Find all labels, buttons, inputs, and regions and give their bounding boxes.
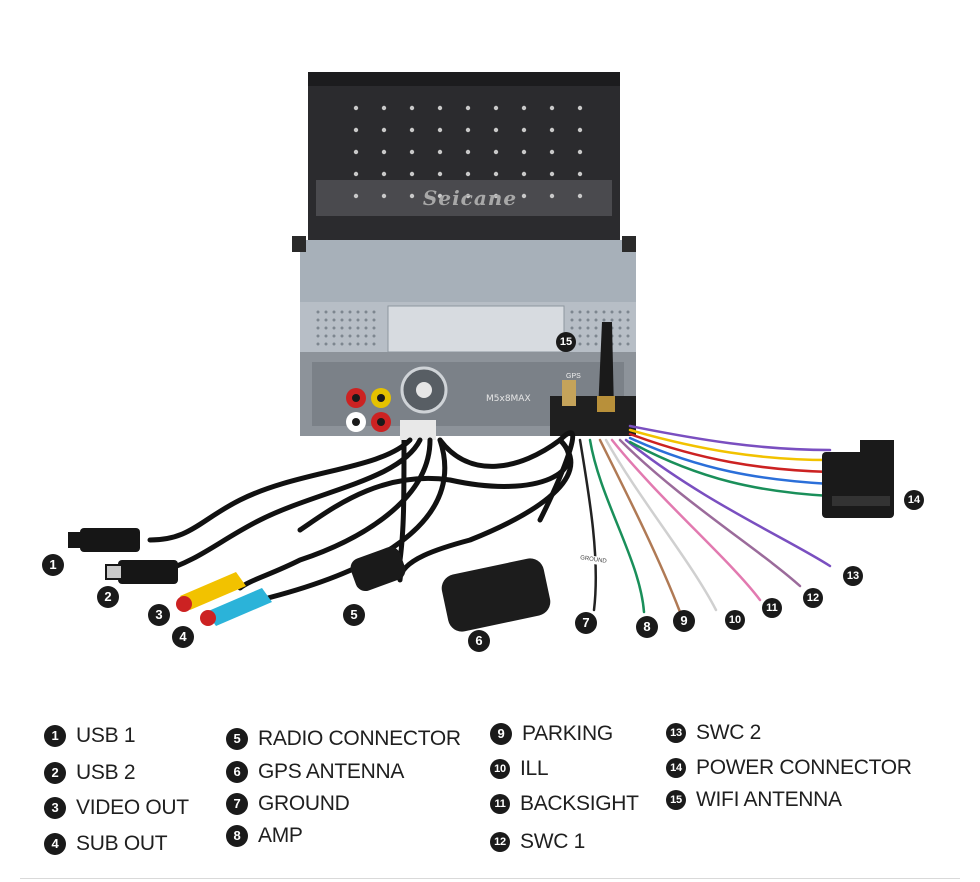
wiring-diagram: Seicane M5x8MAX GPS GROUND 1 2 3 4 5 6 7… — [42, 72, 924, 652]
legend-item: 13 SWC 2 — [666, 721, 761, 745]
legend-item: 2 USB 2 — [44, 761, 136, 785]
video-out-plug — [180, 572, 246, 610]
callout-7: 7 — [575, 612, 597, 634]
callout-5: 5 — [343, 604, 365, 626]
legend-number: 12 — [490, 832, 510, 852]
legend-item: 1 USB 1 — [44, 724, 136, 748]
legend-label: BACKSIGHT — [520, 792, 639, 815]
callout-3: 3 — [148, 604, 170, 626]
legend-number: 7 — [226, 793, 248, 815]
callout-11: 11 — [762, 598, 782, 618]
legend-number: 15 — [666, 790, 686, 810]
legend-label: PARKING — [522, 722, 613, 745]
chassis-sticker — [387, 305, 565, 353]
legend-label: USB 2 — [76, 761, 136, 784]
legend-label: AMP — [258, 824, 303, 847]
legend-number: 6 — [226, 761, 248, 783]
legend-label: RADIO CONNECTOR — [258, 727, 461, 750]
legend-number: 8 — [226, 825, 248, 847]
legend-label: SWC 2 — [696, 721, 762, 744]
legend-label: SWC 1 — [520, 830, 586, 853]
power-connector — [822, 452, 894, 518]
brand-logo: Seicane — [422, 186, 518, 210]
legend-item: 4 SUB OUT — [44, 832, 168, 856]
legend-item: 6 GPS ANTENNA — [226, 760, 404, 784]
usb2-plug — [118, 560, 178, 584]
legend-item: 11 BACKSIGHT — [490, 792, 639, 816]
callout-6: 6 — [468, 630, 490, 652]
legend-label: VIDEO OUT — [76, 796, 189, 819]
callout-13: 13 — [843, 566, 863, 586]
wifi-antenna — [598, 322, 614, 412]
legend-number: 4 — [44, 833, 66, 855]
legend-item: 5 RADIO CONNECTOR — [226, 727, 461, 751]
legend-label: ILL — [520, 757, 549, 780]
callout-4: 4 — [172, 626, 194, 648]
legend-label: GROUND — [258, 792, 350, 815]
legend-item: 12 SWC 1 — [490, 830, 585, 854]
callout-8: 8 — [636, 616, 658, 638]
sub-out-plug — [206, 588, 272, 626]
legend-label: GPS ANTENNA — [258, 760, 405, 783]
legend-number: 3 — [44, 797, 66, 819]
callout-10: 10 — [725, 610, 745, 630]
legend-item: 3 VIDEO OUT — [44, 796, 189, 820]
legend-label: POWER CONNECTOR — [696, 756, 912, 779]
legend-number: 1 — [44, 725, 66, 747]
legend-number: 14 — [666, 758, 686, 778]
usb1-plug — [80, 528, 140, 552]
model-label: M5x8MAX — [486, 394, 531, 404]
legend-number: 9 — [490, 723, 512, 745]
callout-12: 12 — [803, 588, 823, 608]
legend-number: 5 — [226, 728, 248, 750]
legend-item: 15 WIFI ANTENNA — [666, 788, 842, 812]
screen-vent-dots — [353, 105, 583, 199]
legend-number: 11 — [490, 794, 510, 814]
legend-label: USB 1 — [76, 724, 136, 747]
gps-antenna-puck — [441, 558, 551, 632]
bottom-divider — [20, 878, 960, 879]
gps-port-label: GPS — [566, 373, 581, 380]
legend-label: WIFI ANTENNA — [696, 788, 842, 811]
legend-item: 8 AMP — [226, 824, 303, 848]
legend-item: 10 ILL — [490, 757, 549, 781]
screen-panel — [308, 72, 620, 242]
callout-14: 14 — [904, 490, 924, 510]
legend-label: SUB OUT — [76, 832, 168, 855]
radio-connector — [350, 546, 406, 592]
legend-item: 9 PARKING — [490, 722, 613, 746]
callout-1: 1 — [42, 554, 64, 576]
legend-number: 2 — [44, 762, 66, 784]
legend-item: 7 GROUND — [226, 792, 350, 816]
head-unit-illustration — [68, 72, 894, 632]
callout-9: 9 — [673, 610, 695, 632]
legend-item: 14 POWER CONNECTOR — [666, 756, 912, 780]
legend-number: 13 — [666, 723, 686, 743]
callout-15: 15 — [556, 332, 576, 352]
legend-number: 10 — [490, 759, 510, 779]
callout-2: 2 — [97, 586, 119, 608]
